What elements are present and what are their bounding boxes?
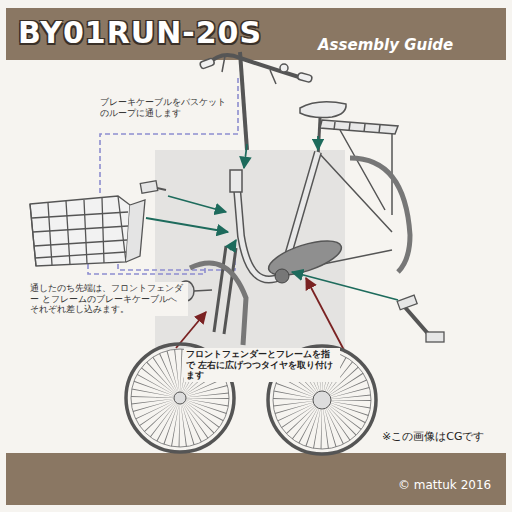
footer-band	[6, 453, 506, 505]
cg-note: ※この画像はCGです	[382, 430, 484, 444]
frame	[230, 152, 345, 283]
front-fork-fender	[178, 246, 246, 345]
wheel-note: フロントフェンダーとフレームを指で 左右に広げつつタイヤを取り付けます	[184, 348, 340, 382]
crank-pedal	[397, 295, 444, 342]
copyright: © mattuk 2016	[398, 478, 491, 493]
cable-route	[88, 262, 205, 274]
cable-note: ブレーキケーブルをバスケット のループに通します	[98, 96, 234, 121]
pedal	[140, 181, 166, 194]
assembly-arrow	[146, 136, 398, 300]
cable-note: 通したのち先端は、フロントフェンダー とフレームのブレーキケーブルへ それぞれ差…	[28, 282, 188, 316]
wheel-arrow	[176, 278, 345, 352]
model-title: BY01RUN-20S	[18, 14, 262, 52]
basket	[30, 196, 145, 266]
header-band	[6, 8, 506, 60]
watermark-panel	[155, 150, 345, 350]
guide-heading: Assembly Guide	[318, 36, 453, 55]
